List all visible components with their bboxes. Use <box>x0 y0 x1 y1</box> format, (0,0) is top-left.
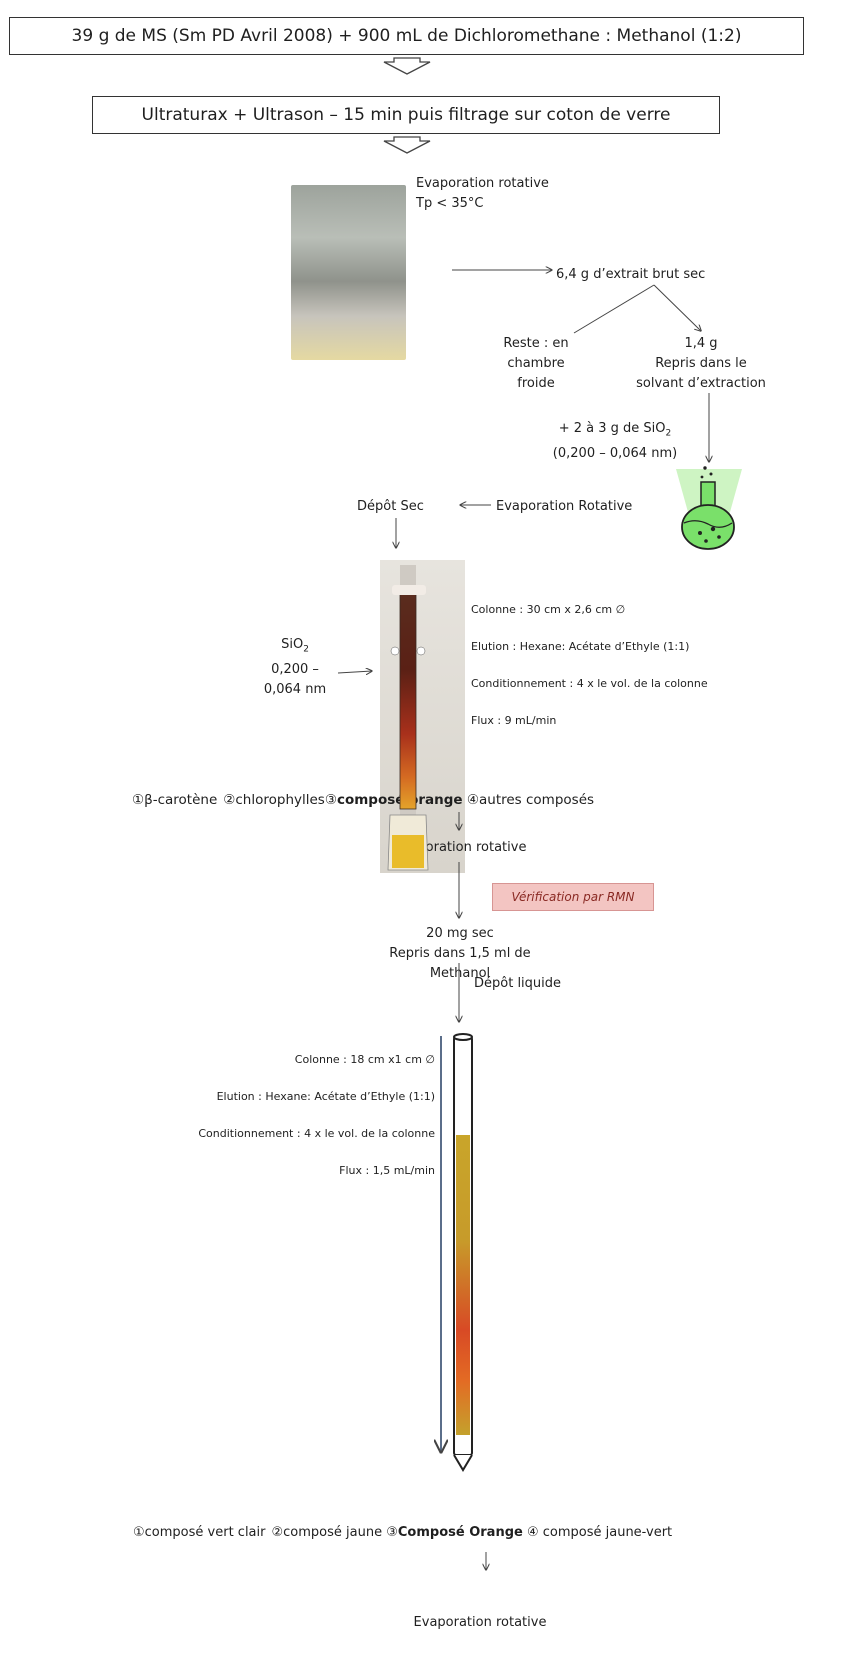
fraction-4: ④ composé jaune-vert <box>522 1525 673 1540</box>
depot-sec-label: Dépôt Sec <box>357 499 424 514</box>
fraction-1: ①composé vert clair <box>133 1525 266 1540</box>
column2-spec-line: Colonne : 18 cm x1 cm ∅ <box>294 1053 435 1066</box>
column2-specs: Colonne : 18 cm x1 cm ∅ Elution : Hexane… <box>150 1052 435 1200</box>
sio2-range-2: 0,064 nm <box>263 681 327 697</box>
branch-left-line: chambre <box>507 356 565 371</box>
rotary-evaporator-photo <box>291 185 406 360</box>
column2-spec-line: Elution : Hexane: Acétate d’Ethyle (1:1) <box>216 1090 435 1103</box>
dry-mass-label: 20 mg sec Repris dans 1,5 ml de Methanol <box>360 924 560 984</box>
branch-right-line: solvant d’extraction <box>636 376 766 391</box>
repris-methanol: Repris dans 1,5 ml de Methanol <box>389 946 531 981</box>
verification-banner: Vérification par RMN <box>492 883 654 911</box>
column1-specs: Colonne : 30 cm x 2,6 cm ∅ Elution : Hex… <box>471 602 741 750</box>
chevron-down-icon <box>383 57 431 75</box>
column1-spec-line: Flux : 9 mL/min <box>471 714 557 727</box>
crude-extract-label: 6,4 g d’extrait brut sec <box>556 267 706 282</box>
silica-text: + 2 à 3 g de SiO <box>558 421 666 436</box>
branch-left-line: froide <box>517 376 555 391</box>
column2-packing <box>456 1135 470 1435</box>
fraction-3-num: ③ <box>324 792 337 808</box>
evaporation-label: Evaporation rotative Tp < 35°C <box>416 174 549 214</box>
sio2-label: SiO2 0,200 – 0,064 nm <box>250 635 340 700</box>
sio2-text: SiO <box>281 637 304 652</box>
silica-sub: 2 <box>665 428 672 439</box>
depot-liquide-label: Dépôt liquide <box>474 976 562 991</box>
evap-rotative-mid-label: Evaporation Rotative <box>496 499 633 514</box>
branch-left-label: Reste : en chambre froide <box>496 334 576 394</box>
evap-line1: Evaporation rotative <box>416 176 549 191</box>
sio2-range-1: 0,200 – <box>271 661 319 677</box>
fraction-3-num: ③ <box>382 1525 398 1540</box>
column1-spec-line: Conditionnement : 4 x le vol. de la colo… <box>471 677 708 690</box>
flask-icon <box>681 466 735 550</box>
fraction-4: ④autres composés <box>462 792 595 808</box>
branch-right-label: 1,4 g Repris dans le solvant d’extractio… <box>631 334 771 394</box>
column1-spec-line: Elution : Hexane: Acétate d’Ethyle (1:1) <box>471 640 690 653</box>
second-step-box: Ultraturax + Ultrason – 15 min puis filt… <box>92 96 720 134</box>
silica-addition-label: + 2 à 3 g de SiO2 (0,200 – 0,064 nm) <box>535 419 695 464</box>
dry-mass: 20 mg sec <box>426 926 494 941</box>
branch-right-line: Repris dans le <box>655 356 747 371</box>
fraction-3: Composé Orange <box>397 1525 523 1540</box>
second-step-text: Ultraturax + Ultrason – 15 min puis filt… <box>141 105 671 125</box>
fraction-2: ②composé jaune <box>271 1525 383 1540</box>
sio2-sub: 2 <box>303 644 309 655</box>
evap-rotative-3: Evaporation rotative <box>413 1615 547 1630</box>
column2-tube <box>453 1033 473 1472</box>
evap-line2: Tp < 35°C <box>416 196 484 211</box>
column2-spec-line: Conditionnement : 4 x le vol. de la colo… <box>198 1127 435 1140</box>
top-step-box: 39 g de MS (Sm PD Avril 2008) + 900 mL d… <box>9 17 804 55</box>
silica-range: (0,200 – 0,064 nm) <box>552 445 678 461</box>
top-step-text: 39 g de MS (Sm PD Avril 2008) + 900 mL d… <box>71 26 742 46</box>
column1-packing <box>399 593 417 810</box>
column2-spec-line: Flux : 1,5 mL/min <box>339 1164 435 1177</box>
branch-left-line: Reste : en <box>503 336 569 351</box>
fraction-1: ①β-carotène <box>132 792 218 808</box>
chevron-down-icon <box>383 136 431 154</box>
fraction-2: ②chlorophylles <box>223 792 325 808</box>
column1-spec-line: Colonne : 30 cm x 2,6 cm ∅ <box>471 603 626 616</box>
verification-banner-text: Vérification par RMN <box>511 890 635 904</box>
fractions-row-2: ①composé vert clair ②composé jaune ③Compo… <box>133 1523 833 1543</box>
branch-right-line: 1,4 g <box>684 336 718 351</box>
